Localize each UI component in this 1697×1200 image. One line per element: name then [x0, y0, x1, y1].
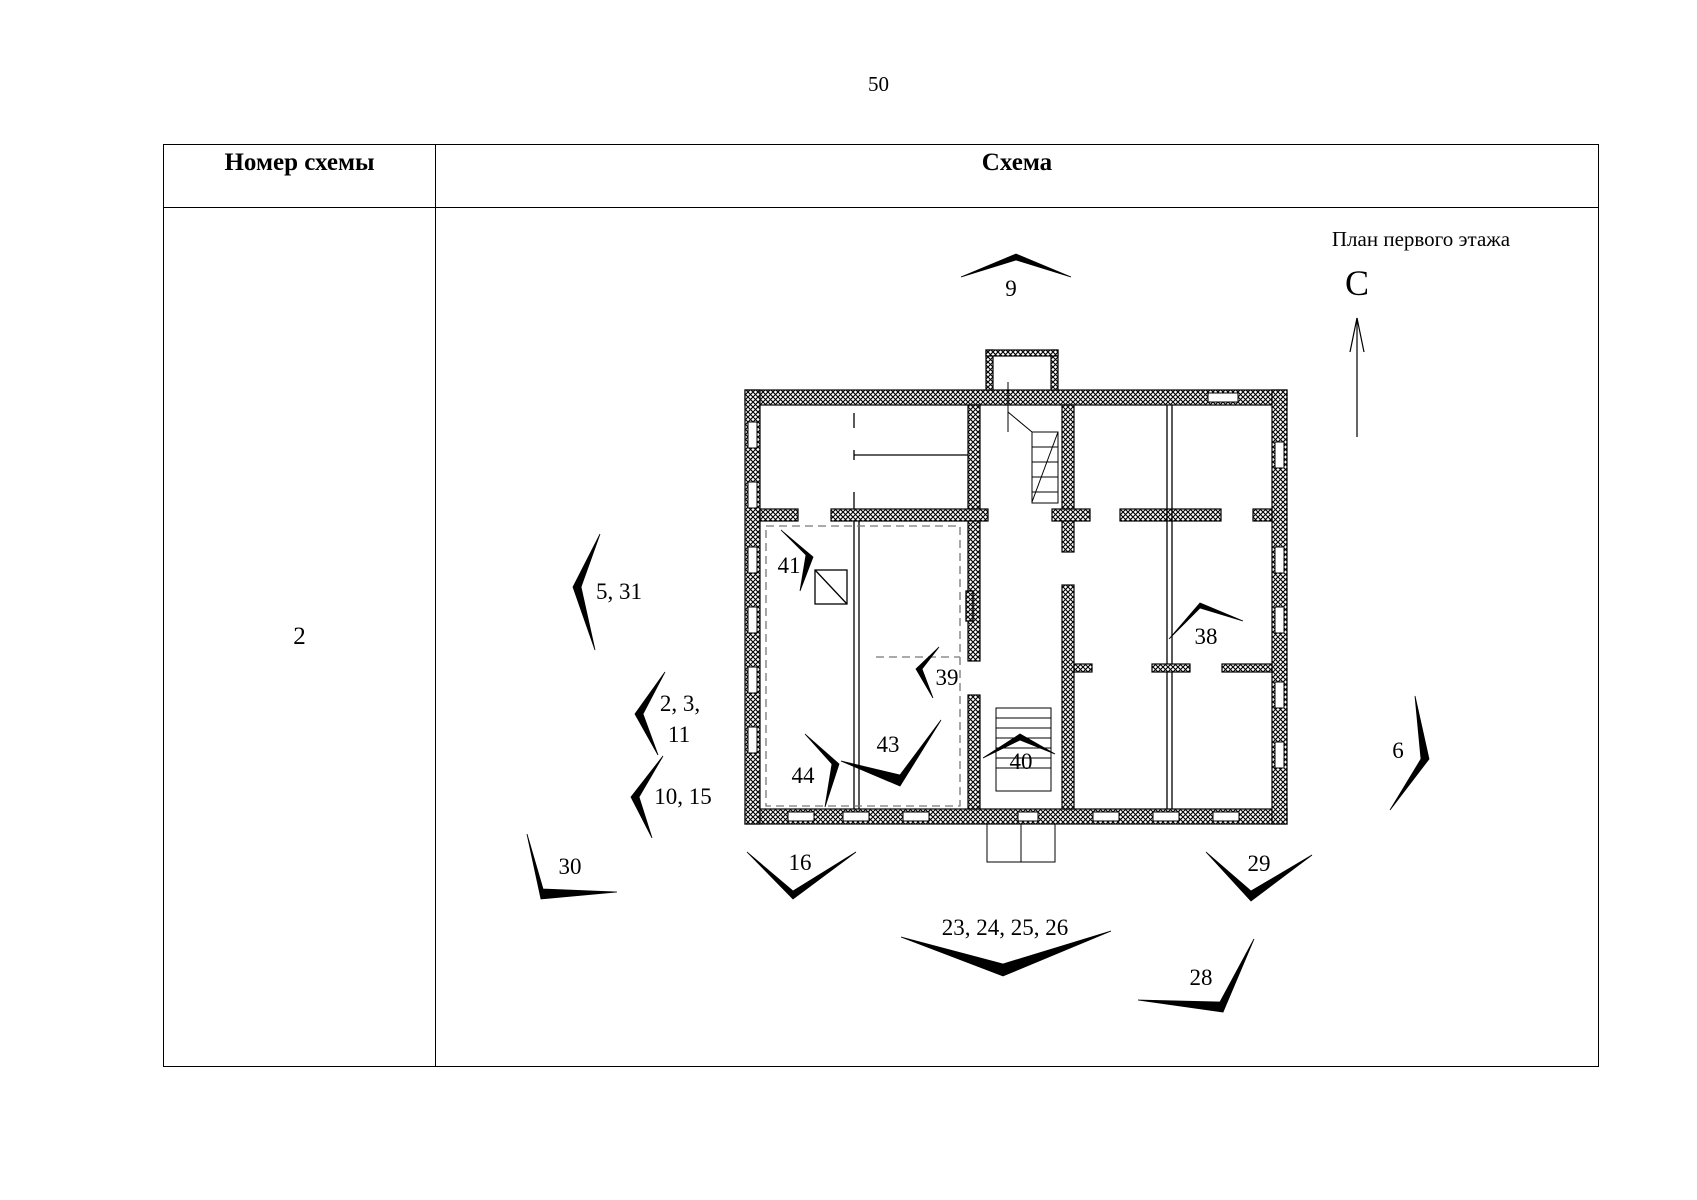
- view-label-16: 16: [789, 850, 812, 875]
- schema-table: Номер схемы Схема 2 План первого этажа С: [163, 144, 1599, 1067]
- view-label-6: 6: [1392, 738, 1404, 763]
- view-label-44: 44: [792, 763, 816, 788]
- view-label-5-31: 5, 31: [596, 579, 642, 604]
- view-chevron-43: [840, 719, 942, 787]
- view-labels: 9 5, 31 2, 3, 11 10, 15 30 16 23, 24, 25…: [559, 276, 1404, 990]
- partitions: [814, 405, 1173, 809]
- windows: [747, 392, 1285, 822]
- stairs-north: [1007, 382, 1059, 504]
- view-label-28: 28: [1190, 965, 1213, 990]
- view-chevron-6: [1389, 695, 1430, 811]
- view-label-2-3: 2, 3,: [660, 691, 700, 716]
- view-label-43: 43: [877, 732, 900, 757]
- header-scheme-number: Номер схемы: [163, 144, 436, 208]
- view-label-23-26: 23, 24, 25, 26: [942, 915, 1069, 940]
- view-chevron-2-3-11: [634, 671, 666, 756]
- scheme-number-cell: 2: [163, 207, 436, 1067]
- view-chevron-28: [1137, 938, 1255, 1013]
- entrance-porch: [986, 823, 1056, 863]
- view-label-11: 11: [668, 722, 690, 747]
- view-chevron-10-15: [630, 755, 664, 839]
- view-markers: [526, 253, 1430, 1013]
- view-chevron-44: [804, 733, 840, 808]
- view-label-38: 38: [1195, 624, 1218, 649]
- view-chevron-38: [1168, 602, 1244, 640]
- view-chevron-16: [746, 851, 857, 900]
- page-number: 50: [868, 72, 889, 96]
- view-label-40: 40: [1010, 749, 1033, 774]
- view-label-41: 41: [778, 553, 801, 578]
- view-label-29: 29: [1248, 851, 1271, 876]
- scheme-cell: План первого этажа С: [435, 207, 1599, 1067]
- north-label: С: [1345, 263, 1369, 303]
- view-label-10-15: 10, 15: [654, 784, 712, 809]
- view-chevron-39: [915, 646, 940, 699]
- view-chevron-40: [982, 733, 1056, 759]
- view-label-39: 39: [936, 665, 959, 690]
- view-label-9: 9: [1005, 276, 1017, 301]
- view-chevron-29: [1205, 851, 1313, 902]
- plan-title: План первого этажа: [1332, 227, 1511, 251]
- view-chevron-30: [526, 833, 618, 900]
- view-chevron-5-31: [572, 533, 601, 651]
- header-scheme: Схема: [435, 144, 1599, 208]
- north-arrow-icon: [1349, 317, 1365, 437]
- view-chevron-41: [780, 529, 814, 592]
- floor-plan: План первого этажа С: [526, 227, 1511, 1013]
- view-chevron-9: [960, 253, 1072, 278]
- table-row: 2 План первого этажа С: [163, 207, 1599, 1067]
- dashed-outline: [765, 525, 961, 807]
- view-label-30: 30: [559, 854, 582, 879]
- view-chevron-23-26: [900, 930, 1112, 977]
- header-row: Номер схемы Схема: [163, 144, 1599, 208]
